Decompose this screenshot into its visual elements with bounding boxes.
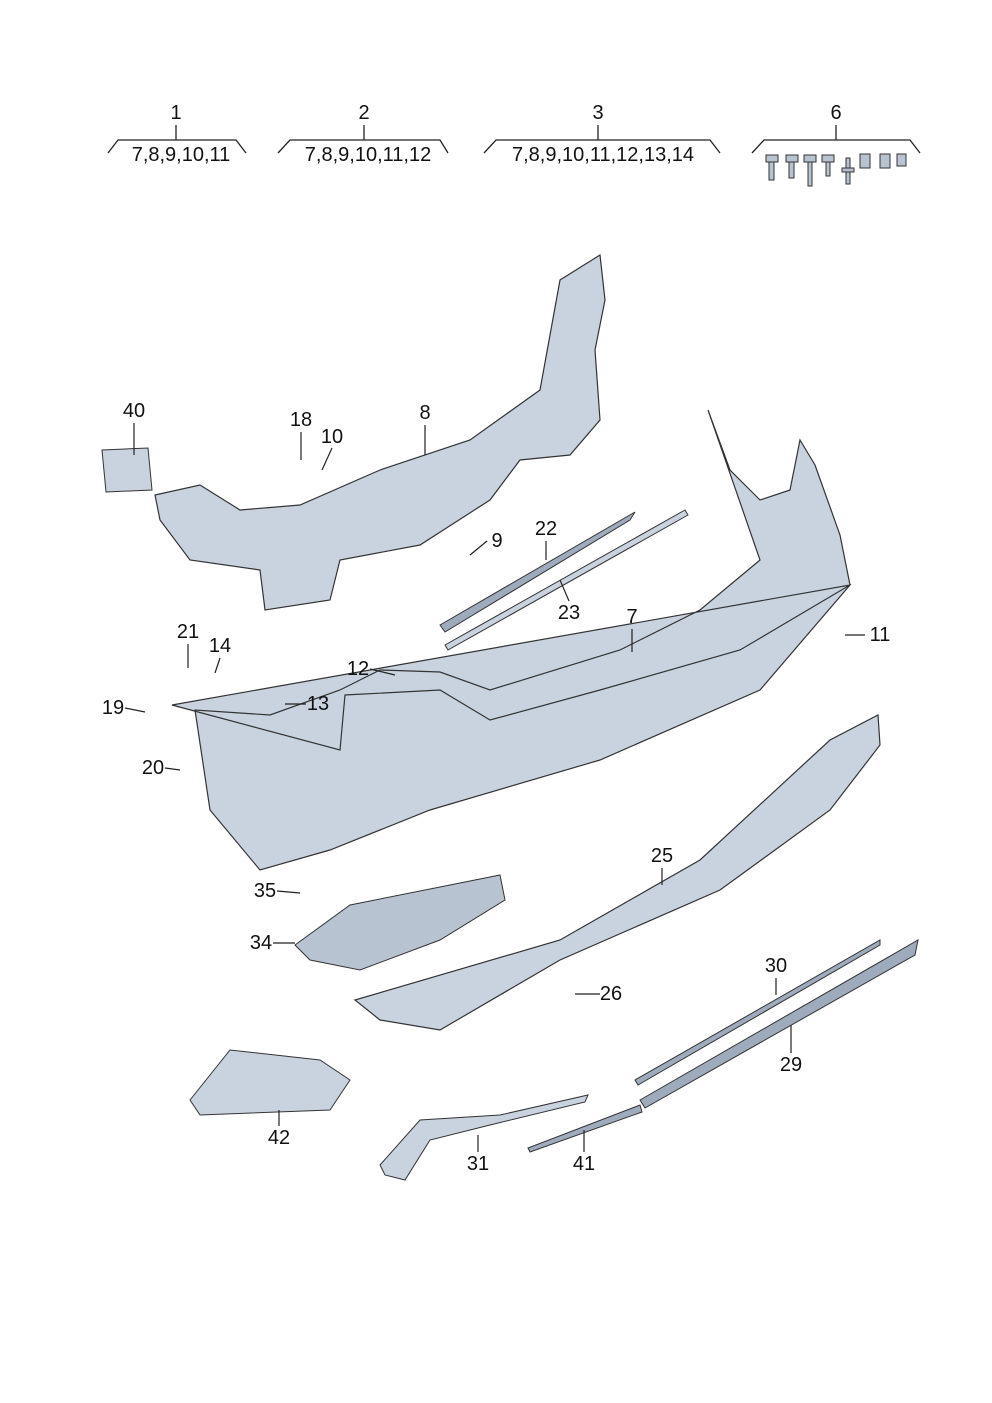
- callout-11[interactable]: 11: [869, 624, 891, 646]
- kit-2-number[interactable]: 2: [358, 102, 370, 124]
- callout-18[interactable]: 18: [289, 409, 313, 431]
- kit-3-contents: 7,8,9,10,11,12,13,14: [511, 144, 695, 166]
- bumper-cover: [171, 409, 852, 871]
- trim-31: [379, 1094, 589, 1181]
- kit-2-contents: 7,8,9,10,11,12: [304, 144, 432, 166]
- callout-31[interactable]: 31: [466, 1153, 490, 1175]
- callout-40[interactable]: 40: [122, 400, 146, 422]
- grille-34: [294, 874, 506, 971]
- callout-23[interactable]: 23: [557, 602, 581, 624]
- screw-set-icons: [765, 153, 907, 187]
- callout-9[interactable]: 9: [491, 530, 503, 552]
- kit-brackets: [107, 125, 921, 154]
- callout-22[interactable]: 22: [534, 518, 558, 540]
- callout-13[interactable]: 13: [306, 693, 330, 715]
- leader-lines: [124, 423, 865, 1152]
- callout-20[interactable]: 20: [141, 757, 165, 779]
- bumper-carrier: [154, 253, 606, 611]
- kit-3-number[interactable]: 3: [592, 102, 604, 124]
- callout-12[interactable]: 12: [346, 658, 370, 680]
- tailpipe-trim-42: [189, 1049, 351, 1116]
- diffuser: [353, 714, 881, 1031]
- kit-1-contents: 7,8,9,10,11: [131, 144, 231, 166]
- bracket-40: [101, 447, 153, 493]
- kit-1-number[interactable]: 1: [170, 102, 182, 124]
- callout-8[interactable]: 8: [419, 402, 431, 424]
- callout-21[interactable]: 21: [176, 621, 200, 643]
- strip-41: [527, 1104, 643, 1153]
- callout-7[interactable]: 7: [626, 606, 638, 628]
- callout-10[interactable]: 10: [320, 426, 344, 448]
- callout-14[interactable]: 14: [208, 635, 232, 657]
- strip-30: [634, 939, 881, 1086]
- strip-22: [439, 511, 636, 633]
- callout-25[interactable]: 25: [650, 845, 674, 867]
- callout-26[interactable]: 26: [599, 983, 623, 1005]
- callout-42[interactable]: 42: [267, 1127, 291, 1149]
- callout-34[interactable]: 34: [249, 932, 273, 954]
- strip-23: [444, 509, 689, 651]
- callout-30[interactable]: 30: [764, 955, 788, 977]
- callout-19[interactable]: 19: [101, 697, 125, 719]
- callout-35[interactable]: 35: [253, 880, 277, 902]
- callout-41[interactable]: 41: [572, 1153, 596, 1175]
- strip-29: [639, 939, 919, 1109]
- kit-6-number[interactable]: 6: [830, 102, 842, 124]
- callout-29[interactable]: 29: [779, 1054, 803, 1076]
